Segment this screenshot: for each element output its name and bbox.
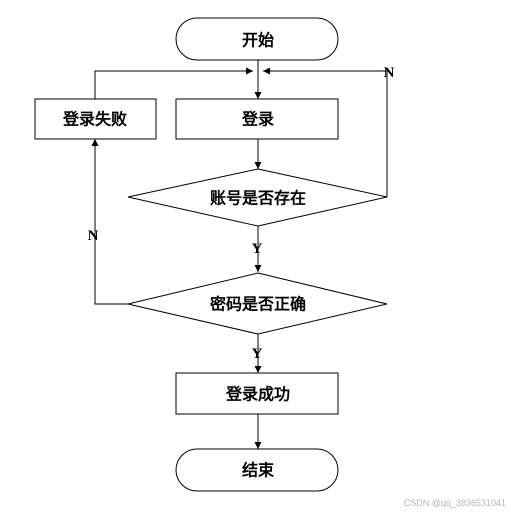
login-box — [175, 98, 339, 140]
login-success-box — [175, 372, 339, 415]
start-terminal — [175, 17, 339, 61]
login-fail-label: 登录失败 — [62, 110, 127, 129]
account-exists-label: 账号是否存在 — [210, 189, 306, 208]
edge-account-no-to-login — [263, 67, 388, 197]
login-label: 登录 — [241, 110, 274, 129]
end-label: 结束 — [241, 461, 275, 480]
watermark: CSDN @qq_3836531041 — [404, 498, 506, 508]
login-success-label: 登录成功 — [225, 385, 290, 404]
account-yes-label: Y — [252, 241, 263, 257]
end-terminal — [175, 448, 339, 492]
edge-password-no-to-login-fail — [91, 139, 128, 305]
account-exists-decision — [127, 168, 388, 227]
password-correct-decision — [127, 272, 388, 335]
edge-login-fail-to-login — [94, 67, 253, 99]
start-label: 开始 — [242, 31, 274, 50]
password-yes-label: Y — [252, 346, 263, 362]
login-fail-box — [34, 98, 157, 140]
password-correct-label: 密码是否正确 — [209, 295, 306, 314]
password-no-label: N — [88, 228, 99, 244]
account-no-label: N — [384, 65, 395, 81]
